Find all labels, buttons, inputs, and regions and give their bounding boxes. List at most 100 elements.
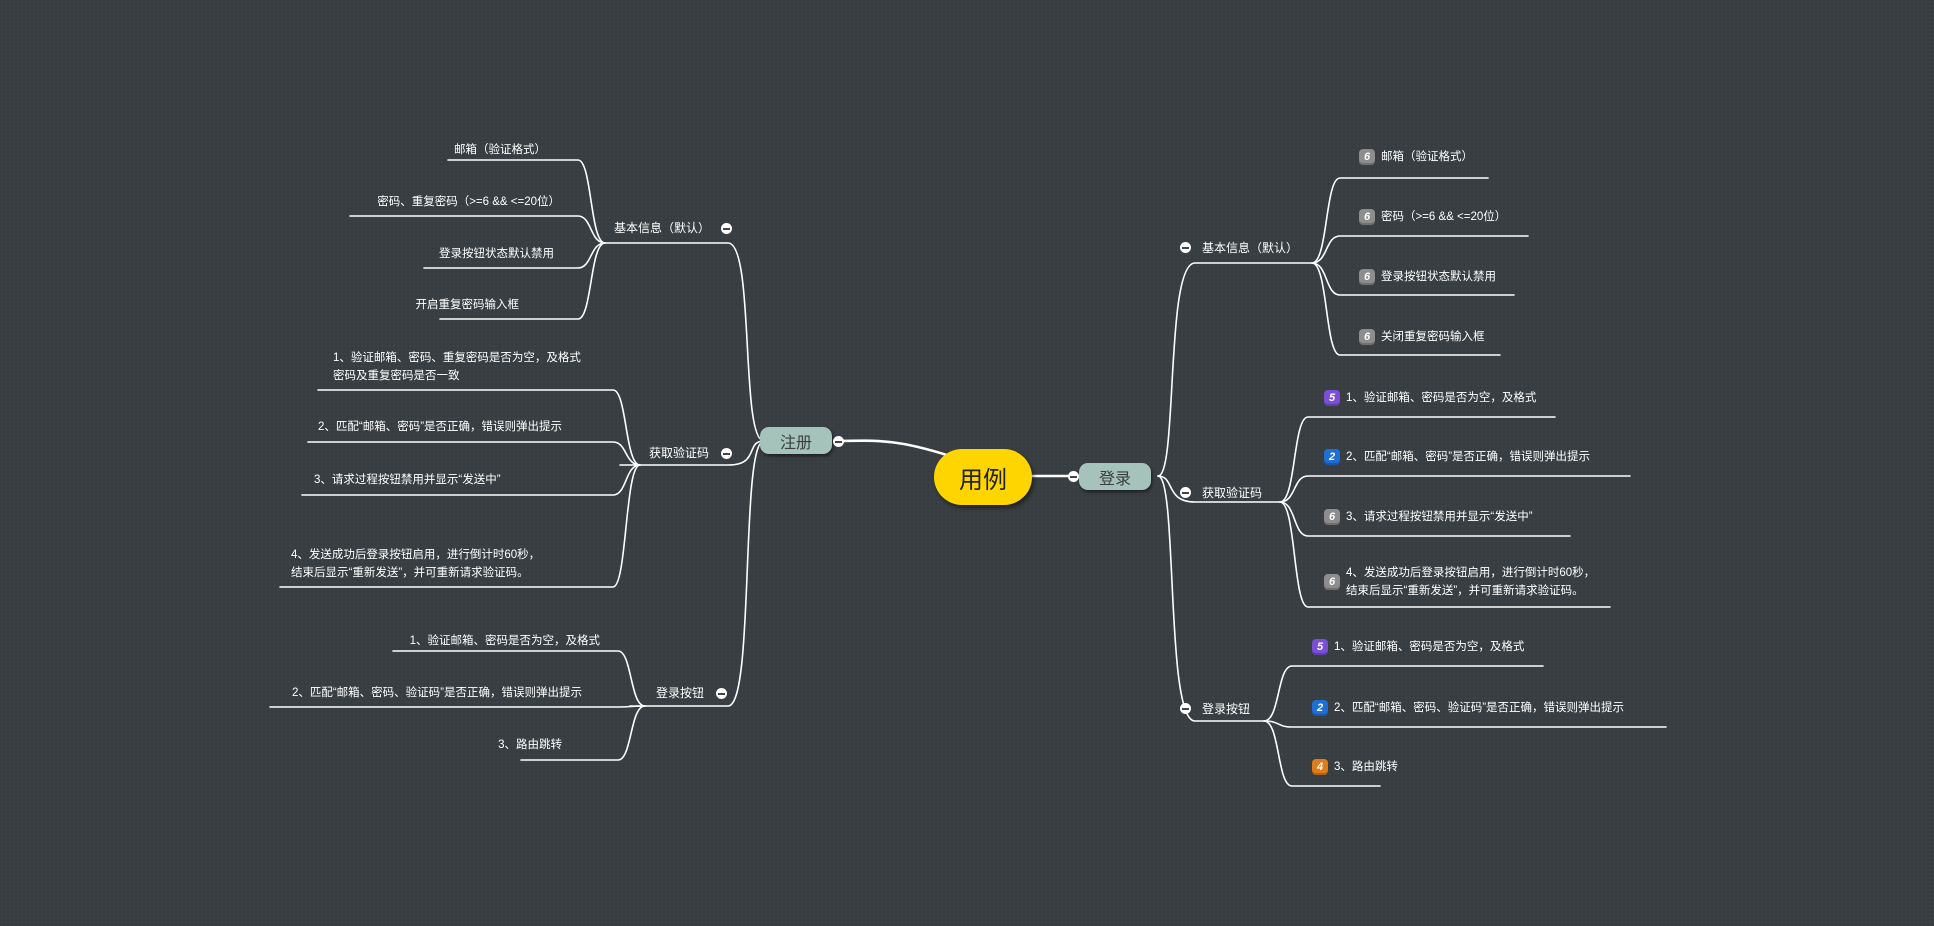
link-register-code: [619, 440, 765, 466]
leaf-register-btn-3[interactable]: 3、路由跳转: [498, 736, 562, 754]
priority-2-icon: 2: [1312, 699, 1328, 716]
leaf-register-code-2[interactable]: 2、匹配“邮箱、密码”是否正确，错误则弹出提示: [318, 418, 562, 436]
leaf-login-btn-2[interactable]: 2 2、匹配“邮箱、密码、验证码”是否正确，错误则弹出提示: [1312, 699, 1624, 717]
leaf-text: 邮箱（验证格式）: [1381, 151, 1473, 163]
leaf-register-basic-1[interactable]: 邮箱（验证格式）: [454, 141, 546, 159]
leaf-text: 2、匹配“邮箱、密码”是否正确，错误则弹出提示: [318, 421, 563, 433]
root-topic[interactable]: 用例: [934, 449, 1032, 505]
link-r-basic-2: [1311, 235, 1529, 264]
link-l-btn-3: [520, 705, 646, 761]
leaf-register-code-1[interactable]: 1、验证邮箱、密码、重复密码是否为空，及格式 密码及重复密码是否一致: [333, 349, 581, 385]
leaf-register-btn-2[interactable]: 2、匹配“邮箱、密码、验证码”是否正确，错误则弹出提示: [292, 684, 582, 702]
link-login-code: [1157, 475, 1281, 503]
leaf-text: 开启重复密码输入框: [415, 299, 520, 311]
leaf-text-line: 4、发送成功后登录按钮启用，进行倒计时60秒，: [1346, 567, 1596, 579]
priority-5-icon: 5: [1312, 638, 1328, 655]
link-l-btn-1: [392, 650, 646, 707]
leaf-text: 登录按钮状态默认禁用: [439, 248, 554, 260]
priority-2-icon: 2: [1324, 448, 1340, 465]
root-topic-label: 用例: [959, 466, 1007, 494]
leaf-text: 2、匹配“邮箱、密码、验证码”是否正确，错误则弹出提示: [291, 687, 582, 699]
leaf-text: 登录按钮状态默认禁用: [1381, 271, 1496, 283]
collapse-login-code-icon[interactable]: [1180, 487, 1191, 498]
leaf-text: 邮箱（验证格式）: [454, 144, 546, 156]
leaf-text: 3、路由跳转: [498, 739, 562, 751]
priority-6-icon: 6: [1324, 508, 1340, 525]
link-r-basic-1: [1311, 177, 1489, 264]
leaf-login-code-3[interactable]: 6 3、请求过程按钮禁用并显示“发送中”: [1324, 508, 1533, 526]
link-l-code-4: [279, 464, 641, 588]
link-register-loginbtn: [629, 440, 765, 707]
leaf-login-code-1[interactable]: 5 1、验证邮箱、密码是否为空，及格式: [1324, 389, 1536, 407]
subtopic-label: 基本信息（默认）: [1202, 241, 1299, 255]
main-topic-login[interactable]: 登录: [1079, 463, 1151, 490]
leaf-login-basic-2[interactable]: 6 密码（>=6 && <=20位）: [1359, 208, 1506, 226]
leaf-text: 关闭重复密码输入框: [1381, 331, 1485, 343]
link-r-btn-2: [1263, 720, 1667, 728]
link-r-basic-3: [1311, 262, 1515, 296]
subtopic-login-code[interactable]: 获取验证码: [1202, 486, 1262, 500]
subtopic-label: 获取验证码: [649, 446, 710, 460]
leaf-text: 密码、重复密码（>=6 && <=20位）: [377, 196, 560, 208]
leaf-login-code-4[interactable]: 6 4、发送成功后登录按钮启用，进行倒计时60秒， 结束后显示“重新发送”，并可…: [1324, 564, 1595, 600]
link-r-btn-3: [1263, 720, 1381, 787]
collapse-register-icon[interactable]: [833, 436, 844, 447]
collapse-register-code-icon[interactable]: [721, 448, 732, 459]
leaf-register-code-4[interactable]: 4、发送成功后登录按钮启用，进行倒计时60秒， 结束后显示“重新发送”，并可重新…: [291, 546, 540, 582]
subtopic-login-loginbtn[interactable]: 登录按钮: [1202, 702, 1250, 716]
leaf-text: 1、验证邮箱、密码是否为空，及格式: [1346, 392, 1537, 404]
link-l-code-2: [307, 441, 641, 466]
main-topic-register[interactable]: 注册: [760, 427, 832, 454]
link-login-basic: [1157, 262, 1313, 477]
subtopic-register-loginbtn[interactable]: 登录按钮: [656, 686, 704, 700]
link-l-basic-2: [349, 215, 606, 244]
link-register-basic: [604, 242, 765, 442]
link-login-loginbtn: [1157, 475, 1265, 722]
priority-6-icon: 6: [1359, 208, 1375, 225]
collapse-login-icon[interactable]: [1068, 471, 1079, 482]
leaf-register-btn-1[interactable]: 1、验证邮箱、密码是否为空，及格式: [410, 632, 600, 650]
leaf-text: 3、请求过程按钮禁用并显示“发送中”: [1346, 511, 1533, 523]
subtopic-register-basic[interactable]: 基本信息（默认）: [614, 221, 710, 235]
leaf-login-basic-4[interactable]: 6 关闭重复密码输入框: [1359, 328, 1485, 346]
link-l-code-1: [317, 389, 641, 466]
main-topic-login-label: 登录: [1098, 470, 1131, 488]
link-l-basic-1: [447, 159, 606, 244]
link-r-basic-4: [1311, 262, 1501, 356]
leaf-text-line: 1、验证邮箱、密码、重复密码是否为空，及格式: [333, 352, 581, 364]
leaf-text-line: 4、发送成功后登录按钮启用，进行倒计时60秒，: [291, 549, 541, 561]
link-r-btn-1: [1263, 665, 1544, 722]
link-r-code-4: [1279, 501, 1611, 608]
leaf-text: 密码（>=6 && <=20位）: [1381, 211, 1507, 223]
subtopic-register-code[interactable]: 获取验证码: [649, 446, 709, 460]
subtopic-label: 登录按钮: [656, 686, 705, 700]
leaf-text: 2、匹配“邮箱、密码、验证码”是否正确，错误则弹出提示: [1334, 702, 1625, 714]
collapse-login-basic-icon[interactable]: [1180, 242, 1191, 253]
leaf-text: 3、路由跳转: [1334, 761, 1398, 773]
leaf-register-basic-4[interactable]: 开启重复密码输入框: [416, 296, 520, 314]
link-l-basic-4: [439, 242, 606, 320]
collapse-login-loginbtn-icon[interactable]: [1180, 703, 1191, 714]
leaf-text: 1、验证邮箱、密码是否为空，及格式: [1334, 641, 1525, 653]
collapse-register-basic-icon[interactable]: [721, 223, 732, 234]
leaf-login-basic-1[interactable]: 6 邮箱（验证格式）: [1359, 148, 1473, 166]
leaf-text-line: 密码及重复密码是否一致: [333, 370, 460, 382]
leaf-login-btn-1[interactable]: 5 1、验证邮箱、密码是否为空，及格式: [1312, 638, 1524, 656]
leaf-text-line: 结束后显示“重新发送”，并可重新请求验证码。: [291, 567, 529, 579]
link-root-register: [836, 439, 952, 458]
leaf-register-code-3[interactable]: 3、请求过程按钮禁用并显示“发送中”: [314, 471, 501, 489]
subtopic-label: 登录按钮: [1202, 702, 1251, 716]
subtopic-login-basic[interactable]: 基本信息（默认）: [1202, 241, 1298, 255]
priority-6-icon: 6: [1359, 148, 1375, 165]
collapse-register-loginbtn-icon[interactable]: [716, 688, 727, 699]
main-topic-register-label: 注册: [779, 434, 812, 452]
leaf-register-basic-3[interactable]: 登录按钮状态默认禁用: [439, 245, 554, 263]
priority-5-icon: 5: [1324, 389, 1340, 406]
link-r-code-2: [1279, 475, 1631, 503]
priority-6-icon: 6: [1359, 328, 1375, 345]
leaf-register-basic-2[interactable]: 密码、重复密码（>=6 && <=20位）: [377, 193, 560, 211]
